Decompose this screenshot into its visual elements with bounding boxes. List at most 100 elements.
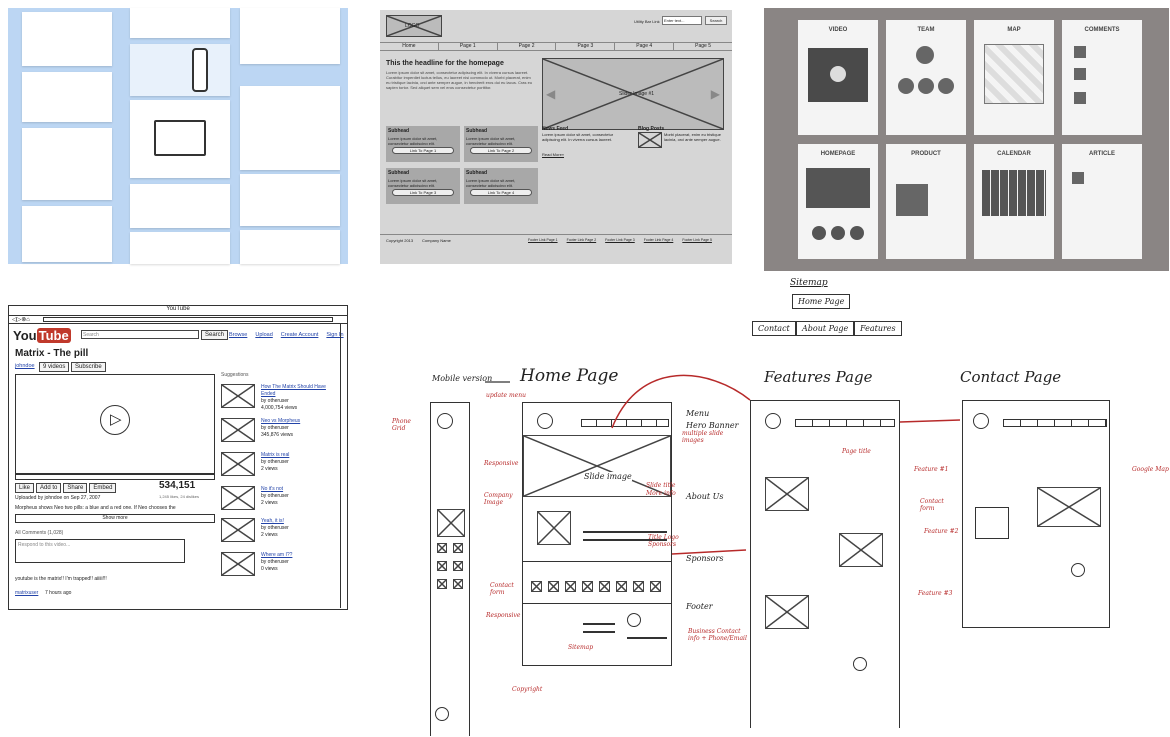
show-more-button[interactable]: Show more: [15, 514, 215, 523]
suggestion-title[interactable]: Yeah, it is!: [261, 518, 284, 524]
menu-bar[interactable]: [1003, 419, 1107, 427]
share-button[interactable]: Share: [63, 483, 88, 493]
videos-select[interactable]: 9 videos: [39, 362, 70, 372]
browse-link[interactable]: Browse: [229, 332, 248, 338]
footer-link[interactable]: Footer Link Page 4: [643, 238, 674, 242]
section-divider: [523, 561, 671, 562]
avatar: [1074, 92, 1086, 104]
avatar: [918, 78, 934, 94]
create-account-link[interactable]: Create Account: [280, 332, 319, 338]
like-button[interactable]: Like: [15, 483, 35, 493]
text-line: [583, 539, 667, 541]
utility-link[interactable]: Utility Bar Link: [634, 19, 660, 24]
menu-label: Menu: [686, 409, 710, 418]
comments-header: All Comments (1,028): [15, 530, 64, 536]
browser-nav-icon[interactable]: ◁▷⊗⌂: [12, 317, 30, 323]
upload-link[interactable]: Upload: [255, 332, 273, 338]
play-icon[interactable]: ▷: [100, 405, 130, 435]
text-line: [627, 637, 667, 639]
sponsor-logo: [633, 581, 644, 592]
menu-bar[interactable]: [795, 419, 895, 427]
suggestion-thumb: [221, 452, 255, 476]
nav-item[interactable]: Page 2: [498, 43, 557, 50]
circle-icon: [812, 226, 826, 240]
link-button[interactable]: Link To Page 1: [392, 147, 454, 154]
mockup-card: [22, 206, 112, 262]
footer-link[interactable]: Footer Link Page 2: [566, 238, 597, 242]
link-button[interactable]: Link To Page 4: [470, 189, 532, 196]
footer-link[interactable]: Footer Link Page 3: [605, 238, 635, 242]
nav-item[interactable]: Home: [380, 43, 439, 50]
nav-item[interactable]: Page 4: [615, 43, 675, 50]
nav-item[interactable]: Page 3: [556, 43, 616, 50]
features-page-title: Features Page: [764, 368, 873, 386]
template-title: TEAM: [917, 27, 935, 33]
annotation-slide-title: Slide title: [646, 482, 676, 489]
nav-item[interactable]: Page 1: [439, 43, 498, 50]
video-player[interactable]: ▷: [15, 374, 215, 474]
hero-banner-label: Hero Banner: [686, 421, 739, 430]
annotation-contact-form-2: Contact form: [920, 498, 944, 512]
subhead-box: Subhead Lorem ipsum dolor sit amet, cons…: [386, 126, 460, 162]
embed-button[interactable]: Embed: [89, 483, 117, 493]
footer-link[interactable]: Footer Link Page 1: [528, 238, 558, 242]
play-icon[interactable]: [830, 66, 846, 82]
avatar: [1074, 46, 1086, 58]
mockup-card: [240, 174, 340, 226]
search-button[interactable]: Search: [705, 16, 727, 25]
url-input[interactable]: [43, 317, 333, 322]
comment-user[interactable]: matrixuser: [15, 590, 39, 596]
annotation-responsive-2: Responsive: [486, 612, 521, 619]
search-input[interactable]: Enter text...: [662, 16, 702, 25]
avatar: [938, 78, 954, 94]
sponsor-logo: [453, 543, 463, 553]
arrow-left-icon[interactable]: ◀: [546, 87, 556, 101]
google-map-placeholder: [1037, 487, 1101, 527]
sponsor-logo: [453, 561, 463, 571]
link-button[interactable]: Link To Page 3: [392, 189, 454, 196]
link-button[interactable]: Link To Page 2: [470, 147, 532, 154]
suggestion-author: by otheruser: [261, 425, 289, 431]
suggestion-title[interactable]: Neo vs Morpheus: [261, 418, 301, 424]
suggestion-title[interactable]: Where am I??: [261, 552, 293, 558]
search-input[interactable]: Search: [81, 330, 199, 339]
annotation-arrows: [485, 374, 961, 555]
sponsor-logo: [437, 579, 447, 589]
add-to-button[interactable]: Add to: [36, 483, 62, 493]
subhead-title: Subhead: [388, 128, 410, 134]
annotation-sitemap: Sitemap: [568, 644, 594, 651]
suggestion-title[interactable]: Matrix is real: [261, 452, 290, 458]
menu-bar[interactable]: [581, 419, 669, 427]
subhead-title: Subhead: [466, 170, 488, 176]
sitemap-contact: Contact: [752, 321, 796, 336]
contact-wireframe: [962, 400, 1110, 628]
suggestion-thumb: [221, 384, 255, 408]
arrow-right-icon[interactable]: ▶: [710, 87, 720, 101]
footer-link[interactable]: Footer Link Page 5: [682, 238, 712, 242]
sponsor-logo: [437, 561, 447, 571]
subscribe-button[interactable]: Subscribe: [71, 362, 106, 372]
scrollbar[interactable]: [340, 324, 345, 608]
subhead-title: Subhead: [388, 170, 410, 176]
image-placeholder: [437, 509, 465, 537]
video-progress-bar[interactable]: [15, 474, 215, 480]
avatar: [1074, 68, 1086, 80]
suggestion-title[interactable]: No it's not: [261, 486, 284, 492]
feature-image: [839, 533, 883, 567]
search-button[interactable]: Search: [201, 330, 229, 340]
contact-form[interactable]: [975, 507, 1009, 539]
template-title: VIDEO: [828, 27, 848, 33]
channel-link[interactable]: johndoe: [15, 363, 35, 369]
nav-item[interactable]: Page 5: [695, 43, 711, 49]
subhead-text: Lorem ipsum dolor sit amet, consectetur …: [388, 178, 438, 187]
sponsor-logo: [437, 543, 447, 553]
comment-input[interactable]: Respond to this video...: [15, 539, 185, 563]
blog-thumbnail: [638, 132, 662, 148]
contact-page-title: Contact Page: [960, 368, 1062, 386]
read-more-link[interactable]: Read More»: [542, 152, 565, 157]
annotation-phone-grid: Phone Grid: [392, 418, 411, 432]
sign-in-link[interactable]: Sign In: [326, 332, 344, 338]
suggestion-title[interactable]: How The Matrix Should Have Ended: [261, 384, 326, 397]
